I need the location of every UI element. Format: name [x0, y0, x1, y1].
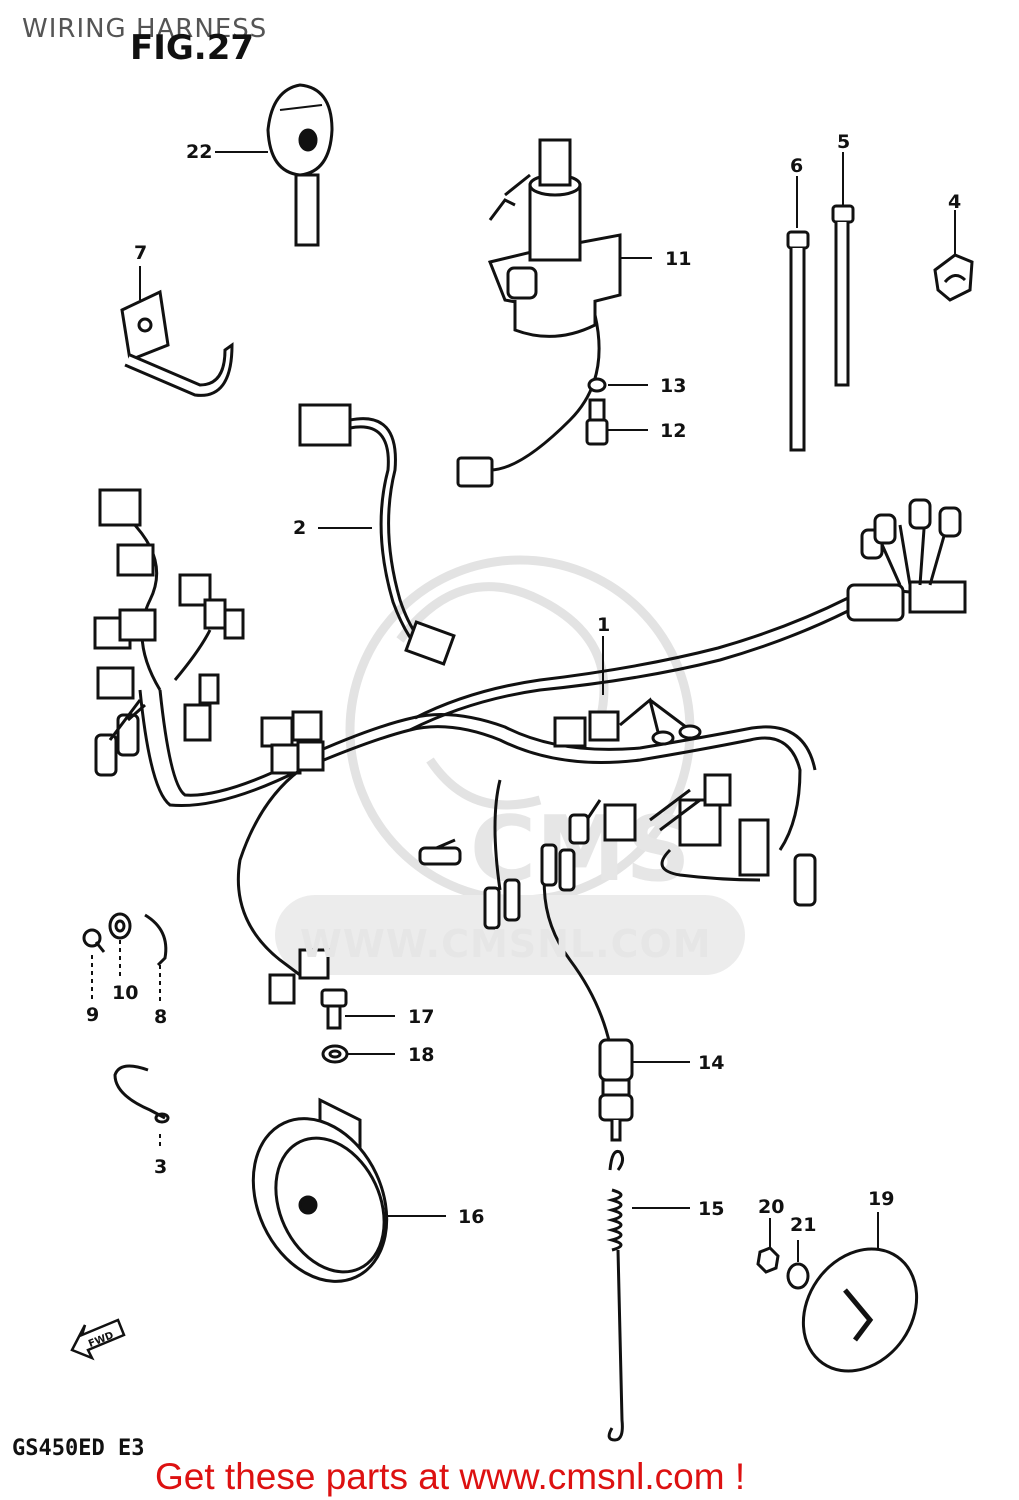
- part-number-2: 2: [293, 517, 307, 539]
- part-22-key: [266, 83, 334, 247]
- part-5-cable-tie: [831, 204, 855, 387]
- part-11-ignition-switch: [456, 138, 622, 488]
- part-6-cable-tie: [786, 230, 810, 452]
- part-number-5: 5: [837, 131, 851, 153]
- fwd-arrow-icon: FWD: [70, 1318, 126, 1361]
- part-number-4: 4: [948, 191, 962, 213]
- part-2-sub-harness: [298, 403, 456, 666]
- part-number-22: 22: [186, 141, 213, 163]
- part-number-12: 12: [660, 420, 687, 442]
- leader-lines: [91, 151, 956, 1262]
- part-number-18: 18: [408, 1044, 435, 1066]
- part-8-clip: [144, 913, 168, 967]
- part-7-bracket: [120, 289, 234, 397]
- part-18-washer: [321, 1044, 349, 1064]
- part-3-clip: [113, 1064, 170, 1124]
- part-15-spring: [606, 1149, 625, 1442]
- part-9-screw: [82, 928, 106, 953]
- part-21-washer: [786, 1262, 810, 1290]
- part-number-8: 8: [154, 1006, 168, 1028]
- page-title: WIRING HARNESS: [22, 14, 268, 44]
- part-number-11: 11: [665, 248, 692, 270]
- part-number-21: 21: [790, 1214, 817, 1236]
- part-12-screw: [585, 398, 609, 446]
- parts-link-banner[interactable]: Get these parts at www.cmsnl.com !: [155, 1456, 746, 1497]
- watermark-banner: [275, 895, 745, 975]
- figure-label: FIG.27: [130, 28, 255, 68]
- part-number-7: 7: [134, 242, 148, 264]
- part-20-nut: [756, 1246, 780, 1274]
- part-13-washer: [587, 377, 607, 393]
- part-14-stop-switch: [540, 843, 634, 1142]
- part-19-lens: [801, 1247, 919, 1373]
- part-number-14: 14: [698, 1052, 725, 1074]
- part-1-main-harness: [93, 488, 967, 1005]
- part-16-horn: [251, 1097, 389, 1283]
- part-number-13: 13: [660, 375, 687, 397]
- part-number-16: 16: [458, 1206, 485, 1228]
- part-number-15: 15: [698, 1198, 725, 1220]
- part-17-bolt: [320, 988, 348, 1030]
- part-number-19: 19: [868, 1188, 895, 1210]
- part-10-washer: [108, 912, 132, 940]
- model-code: GS450ED E3: [12, 1436, 145, 1461]
- watermark-url: WWW.CMSNL.COM: [300, 922, 712, 966]
- part-number-6: 6: [790, 155, 804, 177]
- part-number-20: 20: [758, 1196, 785, 1218]
- part-number-17: 17: [408, 1006, 435, 1028]
- part-number-9: 9: [86, 1004, 100, 1026]
- part-number-3: 3: [154, 1156, 168, 1178]
- part-number-10: 10: [112, 982, 139, 1004]
- part-4-clamp: [933, 253, 974, 302]
- part-number-1: 1: [597, 614, 611, 636]
